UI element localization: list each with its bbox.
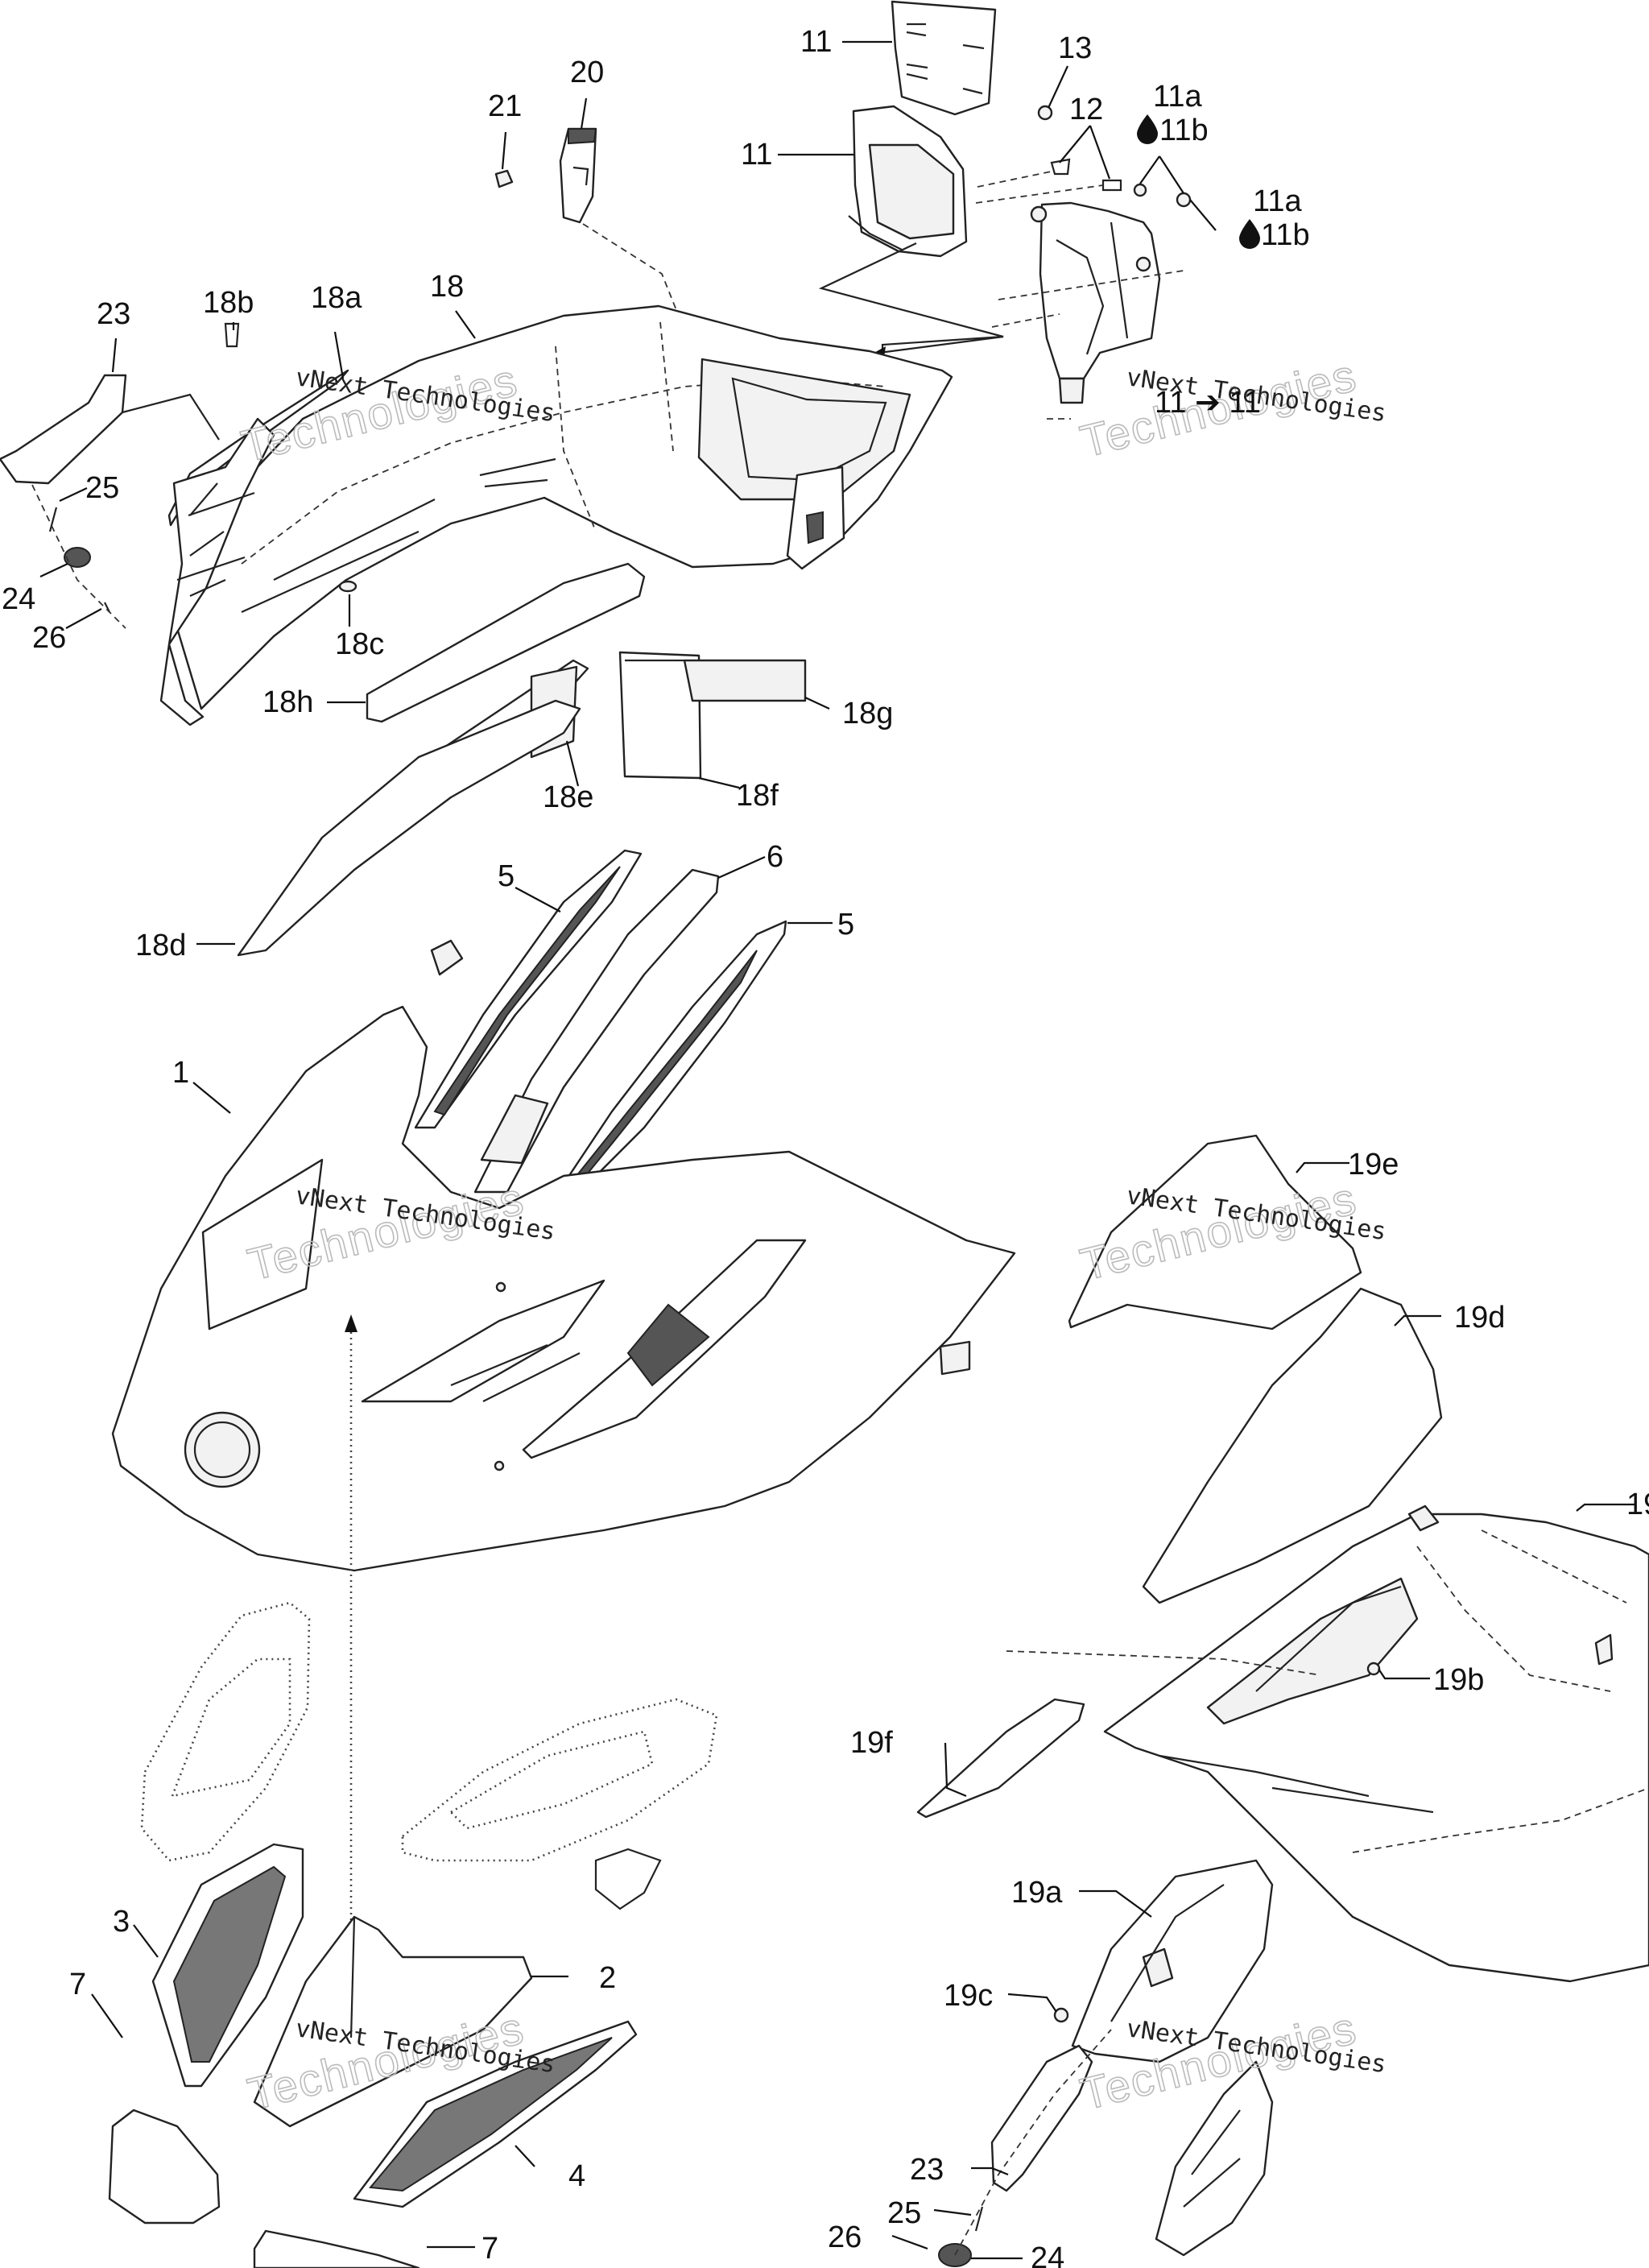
callout-26: 26 <box>32 621 66 655</box>
assembly-line-20 <box>582 223 679 315</box>
callout-7: 7 <box>481 2232 498 2266</box>
callout-11a: 11a <box>1253 184 1302 218</box>
assembly-line-23-bottom <box>954 2029 1112 2256</box>
part-11-headlight-bracket <box>1030 201 1161 420</box>
callout-19d: 19d <box>1454 1301 1505 1335</box>
part-3-grille <box>151 1843 304 2088</box>
assembly-frame-11 <box>818 242 1004 354</box>
callout-24: 24 <box>1031 2241 1064 2268</box>
callout-21: 21 <box>488 89 522 123</box>
drop-icon <box>1239 219 1260 249</box>
part-18h-foam <box>366 562 646 723</box>
part-18g-foam <box>625 659 807 702</box>
callout-19b: 19b <box>1433 1663 1484 1697</box>
callout-18b: 18b <box>203 286 254 320</box>
part-21-rivet <box>494 169 514 188</box>
callout-11-arrow: 11 ➔ 11 <box>1155 386 1261 420</box>
part-24-grommet-top <box>64 547 91 568</box>
callout-labels: 11 13 11a 11b 12 11 11a 11b 11 ➔ 11 20 2… <box>2 25 1649 2268</box>
part-19d-foam <box>1142 1287 1443 1604</box>
part-18d-foam <box>237 699 581 957</box>
callout-18: 18 <box>430 270 464 304</box>
callout-24: 24 <box>2 582 35 616</box>
part-2-intake <box>253 1915 533 2128</box>
callout-5: 5 <box>837 908 854 942</box>
part-5-vent-left <box>414 849 643 1129</box>
part-19e-foam <box>1068 1134 1362 1331</box>
part-19c-plug <box>1053 2007 1069 2023</box>
callout-20: 20 <box>570 56 604 89</box>
callout-19f: 19f <box>850 1726 893 1760</box>
callout-4: 4 <box>568 2159 585 2193</box>
assembly-arrow-11 <box>878 335 1004 354</box>
part-7-pad-left <box>108 2109 221 2225</box>
part-18c-plug <box>338 580 357 593</box>
callout-18e: 18e <box>543 780 593 814</box>
callout-18d: 18d <box>135 929 186 962</box>
assembly-line-23 <box>31 484 126 629</box>
assembly-arrow-2-to-1 <box>345 1314 357 1332</box>
callout-11: 11 <box>800 25 832 59</box>
part-25-bolt-bottom <box>974 2206 984 2232</box>
part-23-handle-bottom <box>990 2044 1093 2192</box>
assembly-arrows-18 <box>176 491 255 581</box>
part-12-screws <box>1050 158 1192 208</box>
part-1-fairing <box>111 939 1016 1572</box>
part-4-grille <box>353 2020 638 2208</box>
part-19a-trim <box>1071 1859 1274 2063</box>
callout-18f: 18f <box>736 779 779 813</box>
part-7-pad-bottom <box>253 2229 420 2268</box>
part-18b-fastener <box>224 322 240 348</box>
part-20-latch <box>559 127 597 224</box>
callout-19c: 19c <box>944 1979 993 2013</box>
part-6-trim <box>473 868 720 1194</box>
part-air-duct-right <box>401 1698 718 1910</box>
part-air-duct-left <box>140 1601 311 1862</box>
part-11-lens-cover <box>891 0 997 116</box>
callout-18h: 18h <box>262 685 313 719</box>
callout-3: 3 <box>113 1905 130 1939</box>
callout-5: 5 <box>498 859 515 893</box>
callout-19e: 19e <box>1348 1148 1399 1182</box>
callout-2: 2 <box>599 1961 616 1995</box>
part-18-hood-upper <box>176 304 953 710</box>
part-25-bolt-top <box>48 507 58 532</box>
drop-icon <box>1137 114 1158 144</box>
callout-19a: 19a <box>1011 1876 1063 1910</box>
part-19f-foam <box>916 1698 1085 1819</box>
assembly-line-12 <box>975 170 1184 328</box>
callout-7: 7 <box>69 1968 86 2001</box>
part-18-side-bracket <box>159 417 275 726</box>
callout-25: 25 <box>887 2196 921 2230</box>
leader-lines <box>39 40 1635 2260</box>
part-11-headlight <box>848 105 968 258</box>
callout-13: 13 <box>1058 31 1092 65</box>
callout-18a: 18a <box>311 281 362 315</box>
callout-18g: 18g <box>842 697 893 730</box>
part-13-nut <box>1037 105 1053 121</box>
callout-1: 1 <box>172 1056 189 1090</box>
callout-12: 12 <box>1069 93 1103 126</box>
part-19b-plug <box>1366 1662 1381 1676</box>
callout-23: 23 <box>97 297 130 331</box>
part-19-side-bracket <box>1155 2060 1274 2257</box>
callout-11a: 11a <box>1153 80 1202 114</box>
assembly-line-handle <box>122 393 220 441</box>
callout-11b: 11b <box>1261 218 1310 252</box>
callout-23: 23 <box>910 2153 944 2187</box>
callout-19: 19 <box>1626 1488 1649 1521</box>
part-23-handle-top <box>0 374 127 485</box>
callout-18c: 18c <box>335 627 384 661</box>
callout-26: 26 <box>828 2220 862 2254</box>
callout-6: 6 <box>767 840 783 874</box>
callout-11b: 11b <box>1159 114 1209 147</box>
callout-25: 25 <box>85 471 119 505</box>
part-19-hood <box>1103 1504 1649 1983</box>
callout-11: 11 <box>741 138 772 172</box>
assembly-line-19f <box>1006 1650 1321 1676</box>
